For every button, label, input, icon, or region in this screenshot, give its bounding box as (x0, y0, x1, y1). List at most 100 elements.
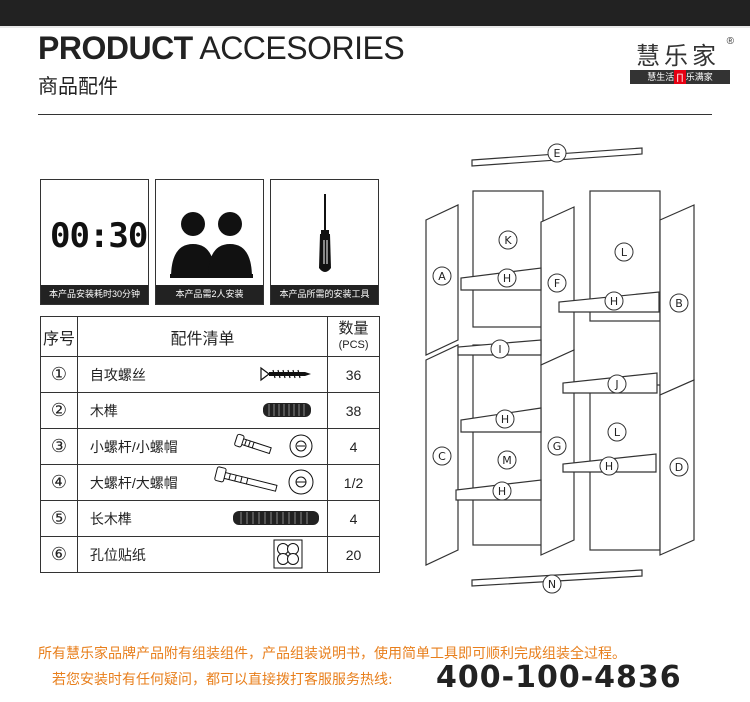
page-title: PRODUCT ACCESORIES (38, 30, 405, 67)
svg-text:H: H (605, 460, 613, 473)
panel-m (472, 344, 544, 546)
svg-text:E: E (554, 147, 561, 160)
brand-logo: 慧乐家 ® 慧生活∏乐满家 (628, 36, 734, 88)
small-bolt-icon (234, 433, 313, 458)
label-f: F (547, 273, 567, 293)
row-qty: 20 (327, 536, 380, 573)
install-tool-box: 本产品所需的安装工具 (270, 179, 379, 305)
row-name-cell: 孔位贴纸 (76, 536, 329, 573)
row-name: 小螺杆/小螺帽 (89, 438, 178, 455)
dowel-icon (263, 403, 312, 417)
label-j: J (607, 374, 627, 394)
assembly-diagram: E N K L L M A C F G B D H I H H H J H (425, 143, 695, 594)
label-c: C (432, 446, 452, 466)
label-h5: H (599, 456, 619, 476)
panel-k (472, 190, 544, 328)
label-h1: H (497, 268, 517, 288)
install-time-box: 00:30 本产品安装耗时30分钟 (40, 179, 149, 305)
row-qty: 4 (327, 428, 380, 465)
svg-text:B: B (675, 297, 683, 310)
row-name-cell: 大螺杆/大螺帽 (76, 464, 329, 501)
table-row: ⑥ 孔位贴纸 20 (40, 536, 380, 573)
label-b: B (669, 293, 689, 313)
row-index: ⑤ (40, 500, 78, 537)
parts-table: 序号 配件清单 数量(PCS) ① 自攻螺丝 36 ② 木榫 38 ③ 小螺杆/… (40, 316, 380, 573)
tagline-part-c: 乐满家 (685, 72, 713, 82)
brand-name: 慧乐家 (636, 42, 720, 70)
row-index: ① (40, 356, 78, 393)
svg-text:I: I (498, 343, 501, 356)
row-index: ② (40, 392, 78, 429)
label-l-upper: L (614, 242, 634, 262)
hole-sticker-icon (273, 539, 303, 569)
label-m: M (497, 450, 517, 470)
svg-text:H: H (610, 295, 618, 308)
row-name-cell: 小螺杆/小螺帽 (76, 428, 329, 465)
row-name: 大螺杆/大螺帽 (89, 474, 178, 491)
top-bar (0, 0, 750, 26)
two-people-icon (170, 212, 253, 278)
label-k: K (498, 230, 518, 250)
svg-text:J: J (614, 378, 618, 391)
table-row: ② 木榫 38 (40, 392, 380, 429)
svg-text:M: M (502, 454, 512, 467)
svg-text:H: H (498, 485, 506, 498)
title-light: ACCESORIES (192, 30, 405, 66)
label-h2: H (495, 409, 515, 429)
install-people-caption: 本产品需2人安装 (156, 285, 263, 304)
header-name: 配件清单 (76, 316, 329, 357)
brand-tagline: 慧生活∏乐满家 (630, 70, 730, 84)
table-row: ⑤ 长木榫 4 (40, 500, 380, 537)
row-name-cell: 自攻螺丝 (76, 356, 329, 393)
svg-text:G: G (553, 440, 562, 453)
title-bold: PRODUCT (38, 30, 193, 66)
svg-text:C: C (438, 450, 446, 463)
svg-text:H: H (501, 413, 509, 426)
label-i: I (490, 339, 510, 359)
clock-display: 00:30 (50, 216, 148, 256)
row-qty: 38 (327, 392, 380, 429)
install-people-box: 本产品需2人安装 (155, 179, 264, 305)
row-index: ⑥ (40, 536, 78, 573)
row-name: 孔位贴纸 (89, 546, 146, 563)
svg-text:A: A (438, 270, 446, 283)
header-divider (38, 114, 712, 115)
install-time-caption: 本产品安装耗时30分钟 (41, 285, 148, 304)
svg-text:H: H (503, 272, 511, 285)
footer-note: 所有慧乐家品牌产品附有组装组件，产品组装说明书，使用简单工具即可顺利完成组装全过… (38, 646, 626, 662)
row-name: 长木榫 (89, 510, 132, 527)
label-g: G (547, 436, 567, 456)
table-row: ③ 小螺杆/小螺帽 4 (40, 428, 380, 465)
header-qty: 数量(PCS) (327, 316, 380, 357)
header-index: 序号 (40, 316, 78, 357)
label-a: A (432, 266, 452, 286)
row-name-cell: 长木榫 (76, 500, 329, 537)
svg-text:N: N (548, 578, 556, 591)
table-row: ④ 大螺杆/大螺帽 1/2 (40, 464, 380, 501)
svg-text:L: L (621, 246, 628, 259)
svg-text:F: F (554, 277, 560, 290)
row-qty: 1/2 (327, 464, 380, 501)
hotline-number: 400-100-4836 (436, 660, 682, 695)
row-name: 木榫 (89, 402, 118, 419)
row-index: ④ (40, 464, 78, 501)
screw-icon (260, 366, 312, 382)
row-name-cell: 木榫 (76, 392, 329, 429)
label-l-lower: L (607, 422, 627, 442)
long-dowel-icon (233, 511, 320, 525)
header-qty-label: 数量 (338, 319, 369, 337)
table-row: ① 自攻螺丝 36 (40, 356, 380, 393)
table-header-row: 序号 配件清单 数量(PCS) (40, 316, 380, 357)
svg-text:D: D (675, 461, 683, 474)
svg-text:L: L (614, 426, 621, 439)
tagline-part-a: 慧生活 (647, 72, 675, 82)
install-tool-caption: 本产品所需的安装工具 (271, 285, 378, 304)
page-subtitle: 商品配件 (38, 74, 118, 98)
label-e: E (547, 143, 567, 163)
label-d: D (669, 457, 689, 477)
tagline-symbol: ∏ (674, 70, 686, 84)
svg-text:K: K (504, 234, 512, 247)
top-bar-shadow (0, 26, 750, 28)
label-n: N (542, 574, 562, 594)
row-index: ③ (40, 428, 78, 465)
